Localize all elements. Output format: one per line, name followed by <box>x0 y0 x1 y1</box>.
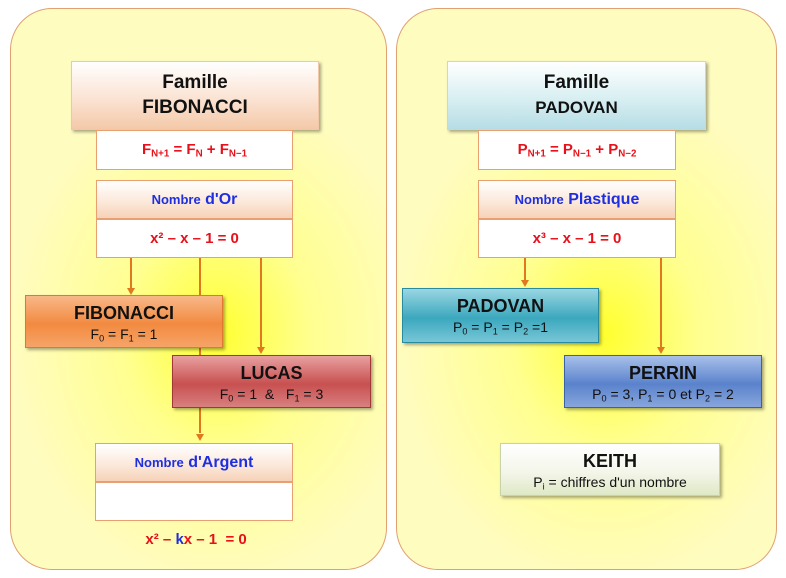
subscript: N−1 <box>228 148 248 160</box>
term: F <box>141 141 152 158</box>
silver-equation: x² – kx – 1 = 0 <box>95 482 293 548</box>
sequence-name: KEITH <box>583 451 637 471</box>
subscript: N−2 <box>618 148 637 160</box>
label-big: d'Or <box>205 191 238 208</box>
part: P <box>592 386 602 402</box>
term: P <box>608 141 619 158</box>
subscript: N <box>195 148 203 160</box>
plastic-number-label: Nombre Plastique <box>478 180 676 219</box>
operator: + <box>591 141 609 158</box>
part: = 0 et P <box>652 386 706 402</box>
arrow-icon <box>521 280 529 287</box>
fibonacci-family-header: Famille FIBONACCI <box>71 61 319 130</box>
label-big: d'Argent <box>188 454 254 471</box>
initial-values: P0 = 3, P1 = 0 et P2 = 2 <box>565 384 761 408</box>
subscript: 1 <box>128 333 134 344</box>
part: F <box>219 386 229 402</box>
arrow-icon <box>657 347 665 354</box>
part: = 3, P <box>606 386 648 402</box>
arrow-icon <box>127 288 135 295</box>
keith-sequence-box: KEITH Pi = chiffres d'un nombre <box>500 443 720 496</box>
padovan-family-header: Famille PADOVAN <box>447 61 706 130</box>
label-small: Nombre <box>151 192 201 207</box>
initial-values: Pi = chiffres d'un nombre <box>501 472 719 496</box>
part: P <box>453 319 463 335</box>
sequence-name: PERRIN <box>628 363 697 383</box>
term: P <box>517 141 528 158</box>
sequence-name: FIBONACCI <box>74 303 174 323</box>
label-small: Nombre <box>134 455 184 470</box>
label-small: Nombre <box>514 192 564 207</box>
part: = 1 & F <box>233 386 295 402</box>
sequence-name: PADOVAN <box>456 296 545 316</box>
subscript: 2 <box>523 326 529 337</box>
header-line1: Famille <box>543 72 610 93</box>
padovan-sequence-box: PADOVAN P0 = P1 = P2 =1 <box>402 288 599 343</box>
arrow-icon <box>257 347 265 354</box>
subscript: N+1 <box>151 148 170 160</box>
silver-number-label: Nombre d'Argent <box>95 443 293 482</box>
subscript: 0 <box>601 393 607 404</box>
operator: + <box>202 141 220 158</box>
part: = chiffres d'un nombre <box>544 474 687 490</box>
operator: = <box>545 141 563 158</box>
subscript: 1 <box>294 393 300 404</box>
golden-number-label: Nombre d'Or <box>96 180 293 219</box>
subscript: 0 <box>228 393 234 404</box>
subscript: i <box>542 481 545 492</box>
part: = P <box>467 319 493 335</box>
subscript: 1 <box>492 326 498 337</box>
subscript: 1 <box>647 393 653 404</box>
initial-values: F0 = F1 = 1 <box>26 324 222 348</box>
equation-part: x² – <box>145 531 176 548</box>
operator: = <box>169 141 187 158</box>
subscript: N−1 <box>572 148 592 160</box>
plastic-equation: x³ – x – 1 = 0 <box>478 219 676 258</box>
subscript: 2 <box>705 393 711 404</box>
part: = 2 <box>710 386 734 402</box>
perrin-sequence-box: PERRIN P0 = 3, P1 = 0 et P2 = 2 <box>564 355 762 408</box>
padovan-recurrence: PN+1 = PN−1 + PN−2 <box>478 130 676 170</box>
subscript: N+1 <box>527 148 546 160</box>
lucas-sequence-box: LUCAS F0 = 1 & F1 = 3 <box>172 355 371 408</box>
initial-values: P0 = P1 = P2 =1 <box>403 317 598 341</box>
subscript: 0 <box>99 333 105 344</box>
part: = F <box>104 326 129 342</box>
connector <box>130 258 132 288</box>
label-big: Plastique <box>568 191 640 208</box>
equation-k: k <box>175 531 184 548</box>
connector <box>660 258 662 348</box>
header-line2: PADOVAN <box>535 98 618 117</box>
subscript: 0 <box>462 326 468 337</box>
part: =1 <box>528 319 548 335</box>
header-line2: FIBONACCI <box>142 97 248 118</box>
equation-part: x – 1 = 0 <box>183 531 247 548</box>
part: = 3 <box>299 386 324 402</box>
connector <box>524 258 526 280</box>
fibonacci-sequence-box: FIBONACCI F0 = F1 = 1 <box>25 295 223 348</box>
header-line1: Famille <box>162 72 228 93</box>
term: F <box>219 141 229 158</box>
connector <box>260 258 262 348</box>
initial-values: F0 = 1 & F1 = 3 <box>173 384 370 408</box>
part: = P <box>497 319 524 335</box>
part: F <box>90 326 100 342</box>
fibonacci-recurrence: FN+1 = FN + FN−1 <box>96 130 293 170</box>
part: P <box>533 474 543 490</box>
golden-equation: x² – x – 1 = 0 <box>96 219 293 258</box>
term: F <box>186 141 196 158</box>
arrow-icon <box>196 434 204 441</box>
part: = 1 <box>133 326 158 342</box>
term: P <box>562 141 573 158</box>
sequence-name: LUCAS <box>240 363 303 383</box>
